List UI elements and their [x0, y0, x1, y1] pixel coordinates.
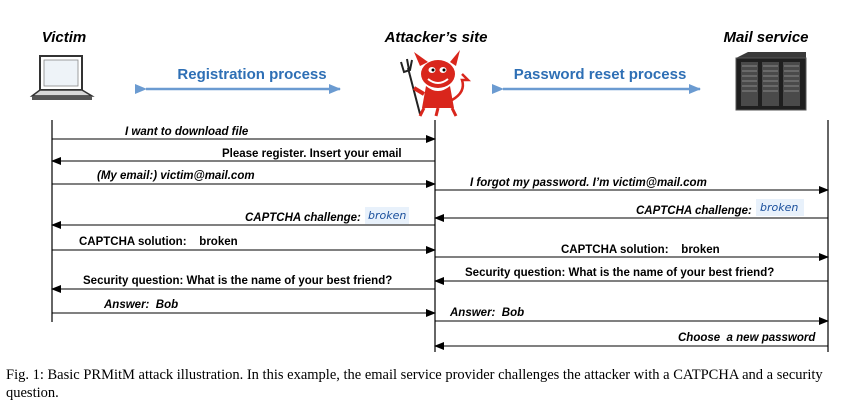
captcha-word-victim: broken: [368, 209, 406, 222]
msg-label-1: I want to download file: [125, 126, 249, 138]
msg-label-2: Please register. Insert your email: [222, 148, 402, 160]
msg-label-9: Security question: What is the name of y…: [83, 275, 392, 287]
msg-label-7: CAPTCHA solution: broken: [79, 236, 238, 248]
msg-label-3: (My email:) victim@mail.com: [97, 170, 255, 182]
captcha-image-attacker: [756, 199, 804, 216]
msg-label-10: Security question: What is the name of y…: [465, 267, 774, 279]
captcha-image-victim: [365, 207, 409, 224]
reset-process-label: Password reset process: [514, 66, 687, 83]
msg-label-12: Answer: Bob: [449, 307, 524, 319]
captcha-word-attacker: broken: [760, 201, 798, 214]
msg-label-6: CAPTCHA challenge:: [636, 205, 752, 217]
actor-label-attacker: Attacker’s site: [384, 29, 488, 46]
msg-label-5: CAPTCHA challenge:: [245, 212, 361, 224]
actor-label-mail: Mail service: [723, 29, 808, 46]
actor-label-victim: Victim: [42, 29, 86, 46]
msg-label-13: Choose a new password: [678, 332, 816, 344]
laptop-icon: [29, 55, 95, 100]
msg-label-11: Answer: Bob: [103, 299, 178, 311]
registration-process-label: Registration process: [177, 66, 326, 83]
server-rack-icon: [735, 52, 807, 111]
devil-icon: [400, 50, 472, 117]
msg-label-8: CAPTCHA solution: broken: [561, 244, 720, 256]
figure-caption: Fig. 1: Basic PRMitM attack illustration…: [6, 367, 823, 401]
msg-label-4: I forgot my password. I’m victim@mail.co…: [470, 177, 707, 189]
